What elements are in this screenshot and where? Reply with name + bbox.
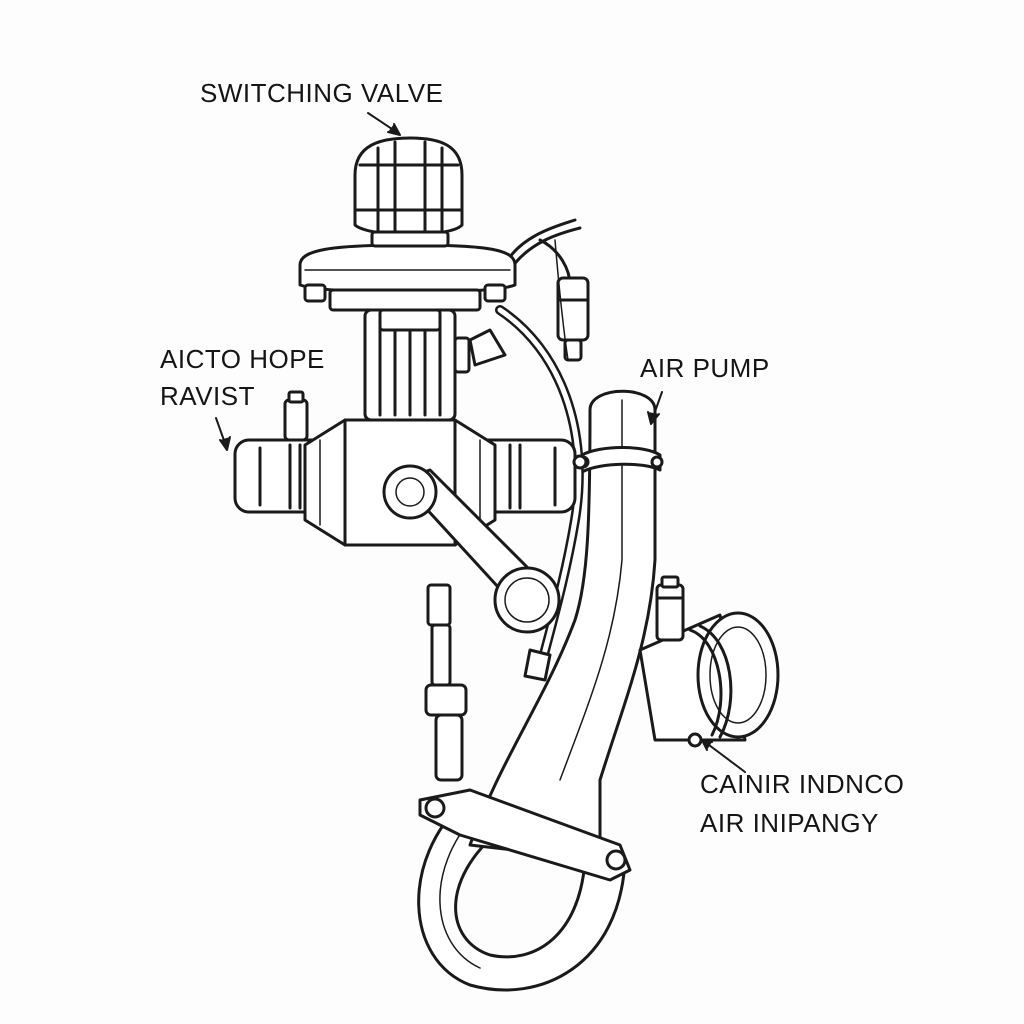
aicto-arrowhead: [219, 436, 231, 451]
cainir-arrow: [704, 741, 746, 773]
right-outlet-tube: [638, 611, 780, 748]
aicto-hope-label: AICTO HOPE: [160, 344, 325, 374]
valve-lever: [382, 464, 561, 634]
valve-cap: [353, 136, 464, 248]
switching-valve-label: SWITCHING VALVE: [200, 78, 444, 108]
left-nozzle: [283, 390, 309, 442]
leader-arrows: [215, 112, 746, 773]
cainir-indnco-label: CAINIR INDNCO: [700, 769, 905, 799]
wire-connector: [503, 218, 590, 362]
left-vertical-pipe: [424, 583, 468, 782]
connecting-hose: [495, 305, 584, 682]
air-inipangy-label: AIR INIPANGY: [700, 808, 879, 838]
valve-mounting-plate: [298, 243, 517, 312]
mounting-flange: [418, 788, 632, 882]
air-pump-tube: [468, 389, 657, 862]
ravist-label: RAVIST: [160, 381, 255, 411]
valve-stem: [363, 308, 507, 422]
air-pump-label: AIR PUMP: [640, 353, 770, 383]
outlet-sensor: [655, 575, 685, 642]
switching-valve-arrowhead: [387, 123, 401, 136]
air-pump-arrowhead: [647, 411, 660, 425]
cainir-arrowhead: [701, 739, 713, 751]
